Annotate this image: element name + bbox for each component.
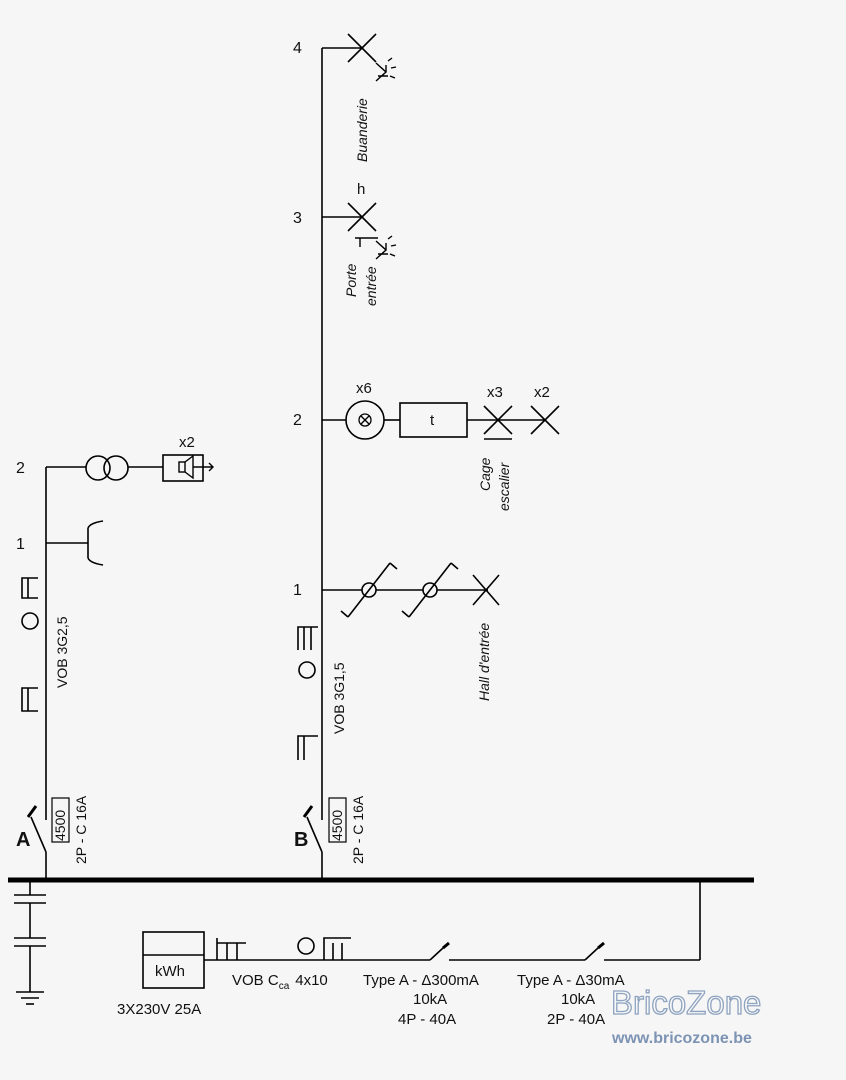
supply-socket-2 (323, 937, 351, 960)
stair-light-1-icon (483, 405, 513, 440)
circuit-b: B 4500 2P - C 16A VOB 3G1,5 1 Hall d'ent… (293, 33, 560, 880)
two-way-switch-2-icon (401, 562, 459, 618)
porte-label-1: Porte (343, 263, 359, 297)
breaker-a-rating: 4500 (52, 810, 68, 841)
pushbutton-a-icon (87, 520, 104, 566)
sealed-socket-b-mark (298, 661, 316, 679)
diff2-poles: 2P - 40A (547, 1011, 605, 1028)
cable-b-label: VOB 3G1,5 (331, 662, 347, 734)
watermark-brand: BricoZone (611, 984, 761, 1021)
diff2-kA: 10kA (561, 991, 595, 1008)
speaker-arrow-icon (193, 462, 214, 472)
detector-h-label: h (357, 181, 365, 198)
breaker-a-rating-box (51, 797, 70, 843)
hall-label: Hall d'entrée (476, 623, 492, 701)
circuit-b-point-4: 4 (293, 40, 302, 57)
diff1-poles: 4P - 40A (398, 1011, 456, 1028)
entrance-light-icon (347, 202, 377, 232)
cage-label-1: Cage (477, 457, 493, 491)
circuit-b-point-3: 3 (293, 210, 302, 227)
transformer-icon (85, 455, 111, 481)
socket-a-1 (21, 577, 38, 599)
circuit-b-point-1: 1 (293, 582, 302, 599)
socket-b-1 (297, 626, 318, 650)
lamp-count-b: x2 (534, 384, 550, 401)
porte-label-2: entrée (363, 266, 379, 306)
sealed-socket-a-mark (21, 612, 39, 630)
lamp-count-a: x3 (487, 384, 503, 401)
speaker-count: x2 (179, 434, 195, 451)
differential-2-switch (584, 941, 605, 961)
breaker-a-spec: 2P - C 16A (73, 795, 89, 864)
supply-socket-1 (216, 938, 246, 960)
breaker-b-rating-box (328, 797, 347, 843)
circuit-a-letter: A (16, 829, 30, 851)
entrance-detector-icon (355, 235, 397, 260)
circuit-a-point-2: 2 (16, 460, 25, 477)
diff1-type: Type A - Δ300mA (363, 972, 479, 989)
cable-a-label: VOB 3G2,5 (54, 616, 70, 688)
buanderie-label: Buanderie (354, 98, 370, 162)
circuit-a-point-1: 1 (16, 536, 25, 553)
earth-symbol (14, 882, 46, 1005)
stair-light-2-icon (530, 405, 560, 435)
speaker-box-icon (162, 454, 204, 482)
circuit-b-letter: B (294, 829, 308, 851)
two-way-switch-1-icon (340, 562, 398, 618)
breaker-b-spec: 2P - C 16A (350, 795, 366, 864)
timer-label: t (430, 412, 435, 429)
supply-sealed-mark (297, 937, 315, 955)
socket-a-2 (21, 687, 38, 712)
socket-b-2 (297, 735, 318, 760)
cage-label-2: escalier (496, 461, 512, 511)
meter-label: kWh (155, 963, 185, 980)
diff1-kA: 10kA (413, 991, 447, 1008)
breaker-b-switch (302, 805, 323, 853)
circuit-b-point-2: 2 (293, 412, 302, 429)
laundry-detector-icon (375, 57, 397, 82)
breaker-a-switch (26, 805, 47, 853)
laundry-light-icon (347, 33, 377, 63)
hall-light-icon (472, 574, 500, 606)
pushbutton-count: x6 (356, 380, 372, 397)
differential-1-switch (429, 941, 450, 961)
breaker-b-rating: 4500 (329, 810, 345, 841)
diff2-type: Type A - Δ30mA (517, 972, 625, 989)
supply-spec: 3X230V 25A (117, 1001, 201, 1018)
circuit-a: A 4500 2P - C 16A VOB 3G2,5 1 2 x2 (16, 434, 214, 880)
watermark-url: www.bricozone.be (611, 1030, 752, 1047)
